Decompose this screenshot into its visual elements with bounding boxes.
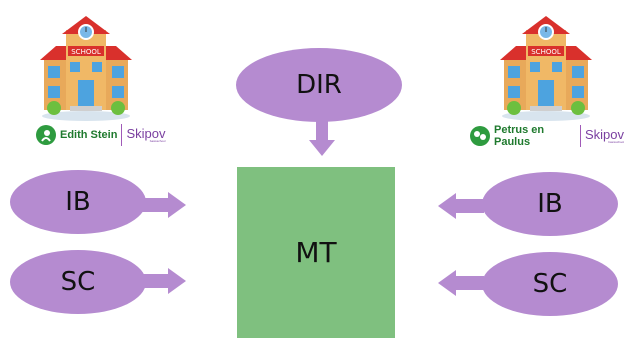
left-ib-node: IB xyxy=(10,170,146,234)
logo-name-right: Petrus en Paulus xyxy=(494,124,545,148)
arrow-right-sc-to-mt xyxy=(438,270,484,296)
logo-petrus-en-paulus: Petrus en Paulus Skipov basisschool xyxy=(470,124,624,148)
arrow-left-sc-to-mt xyxy=(140,268,186,294)
dir-node: DIR xyxy=(236,48,402,122)
logo-sub-left: basisschool xyxy=(149,139,166,143)
left-sc-label: SC xyxy=(60,267,96,297)
arrow-right-ib-to-mt xyxy=(438,193,484,219)
mt-node: MT xyxy=(237,167,395,338)
edith-stein-logo-icon xyxy=(36,125,56,145)
right-ib-label: IB xyxy=(537,189,563,219)
right-sc-label: SC xyxy=(532,269,568,299)
logo-brand-left: Skipov basisschool xyxy=(126,127,165,143)
left-sc-node: SC xyxy=(10,250,146,314)
left-ib-label: IB xyxy=(65,187,91,217)
dir-label: DIR xyxy=(296,70,342,100)
petrus-paulus-logo-icon xyxy=(470,126,490,146)
logo-brand-text-left: Skipov xyxy=(126,126,166,141)
logo-name-left: Edith Stein xyxy=(60,129,118,141)
logo-sub-right: basisschool xyxy=(608,140,624,144)
logo-edith-stein: Edith Stein Skipov basisschool xyxy=(36,124,165,146)
mt-label: MT xyxy=(295,236,337,269)
logo-brand-text-right: Skipov xyxy=(584,127,624,142)
right-ib-node: IB xyxy=(482,172,618,236)
school-sign-left: SCHOOL xyxy=(71,48,101,56)
school-building-right: SCHOOL xyxy=(500,16,592,121)
logo-divider-left xyxy=(121,124,123,146)
arrow-left-ib-to-mt xyxy=(140,192,186,218)
right-sc-node: SC xyxy=(482,252,618,316)
school-building-left: SCHOOL xyxy=(40,16,132,121)
logo-divider-right xyxy=(580,125,581,147)
arrow-dir-to-mt xyxy=(309,118,335,156)
school-sign-right: SCHOOL xyxy=(531,48,561,56)
logo-brand-right: Skipov basisschool xyxy=(585,128,624,144)
